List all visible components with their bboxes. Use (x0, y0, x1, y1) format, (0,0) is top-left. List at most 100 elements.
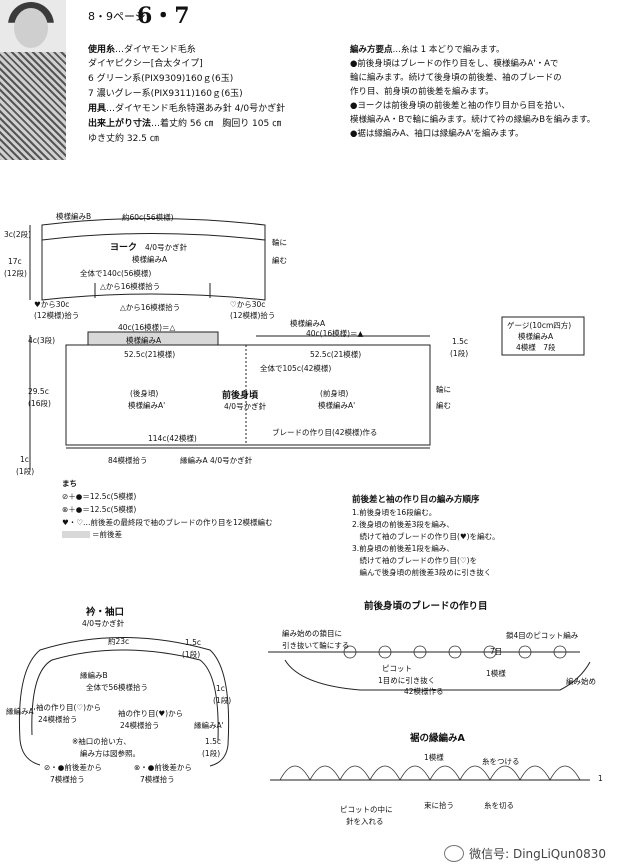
yarn-line: 使用糸…ダイヤモンド毛糸 (88, 44, 196, 57)
braid-seven: 7目 (490, 647, 503, 656)
sleeve-opening-left (19, 739, 41, 766)
braid-start: 編み始め (566, 677, 596, 686)
label-round: 輪に (272, 238, 287, 247)
label-sleeve-heart: 袖の作り目(♥)から (118, 709, 184, 718)
label-pick7-a: 7模様拾う (50, 775, 85, 784)
yarn-brand: …ダイヤモンド毛糸 (115, 45, 196, 55)
label-1-5c: 1.5c (185, 638, 202, 647)
gauge-box (501, 316, 585, 356)
size-line: 出来上がり寸法…着丈約 56 ㎝ 胸回り 105 ㎝ (88, 118, 281, 131)
points-line: 作り目、前身頃の前後差を編みます。 (350, 87, 494, 97)
yoke-pattern: 模様編みA (132, 255, 168, 264)
label-pick84: 84模様拾う (108, 456, 148, 465)
order-title: 前後差と袖の作り目の編み方順序 (352, 495, 480, 505)
label-17c: 17c (8, 257, 22, 266)
label-heart-rows: (12模様)拾う (34, 311, 80, 320)
notes-line: ⊗＋●＝12.5c(5模様) (62, 505, 137, 514)
hem-one-pattern: 1模様 (424, 753, 444, 762)
notes-line: ♥・♡…前後差の最終段で袖のブレードの作り目を12模様編む (62, 518, 273, 527)
label-edge-b: 縁編みB (80, 671, 108, 680)
label-16rows: (16段) (28, 399, 51, 408)
collar-title: 衿・袖口 (86, 607, 125, 618)
braid-loop (483, 645, 497, 659)
hem-scallop (519, 765, 551, 781)
label-pattern-a-right: 模様編みA (290, 319, 326, 328)
hem-scallop (369, 765, 401, 781)
hem-scallop (279, 765, 311, 781)
collar-hook: 4/0号かぎ針 (82, 619, 125, 628)
yarn-color-7: 7 濃いグレー系(PIX9311)160ｇ(6玉) (88, 89, 243, 99)
model-face (14, 8, 48, 48)
label-3c: 3c(2段) (4, 230, 32, 239)
label-braid: ブレードの作り目(42模様)作る (272, 428, 378, 437)
notes-line: ⊘＋●＝12.5c(5模様) (62, 492, 137, 501)
yarn-name: ダイヤピクシー[合太タイプ] (88, 59, 203, 69)
gauge-title: ゲージ(10cm四方) (507, 321, 572, 330)
sleeve-opening-right (209, 744, 229, 767)
label-front: (前身頃) (320, 389, 349, 398)
size-label: 出来上がり寸法 (88, 119, 152, 129)
hem-into-picot2: 針を入れる (346, 817, 384, 826)
collar-outline (18, 637, 230, 746)
label-pattern-a-mid: 模様編みA (126, 336, 162, 345)
braid-loop (413, 645, 427, 659)
label-1row-b: (1段) (16, 467, 35, 476)
order-line: 続けて袖のブレードの作り目(♥)を編む。 (352, 532, 500, 541)
hem-cut: 糸を切る (484, 801, 514, 810)
label-12rows: (12段) (4, 269, 27, 278)
braid-loop (343, 645, 357, 659)
braid-stitch-marks (343, 645, 567, 659)
braid-start2: 引き抜いて輪にする (282, 641, 350, 650)
points-line: ●裾は縁編みA、袖口は縁編みA'を編みます。 (350, 129, 524, 139)
hem-title: 裾の縁編みA (410, 733, 465, 744)
label-from-a: ⊘・●前後差から (44, 763, 102, 772)
back-step-band (87, 331, 219, 346)
hem-row1: 1 (598, 774, 603, 783)
label-pick24-a: 24模様拾う (38, 715, 78, 724)
braid-title: 前後身頃のブレードの作り目 (364, 601, 488, 612)
notes-line: ＝前後差 (92, 530, 122, 539)
model-sweater (0, 52, 66, 160)
hem-scallop (309, 765, 341, 781)
points-title: 編み方要点 (350, 45, 393, 55)
page-reference: 8・9ページ (88, 10, 146, 23)
hem-scallop (429, 765, 461, 781)
hem-scallop (549, 765, 581, 781)
tools-label: 用具 (88, 104, 107, 114)
label-total-140: 全体で140c(56模様) (80, 269, 152, 278)
label-from-heart-o: ♡から30c (230, 300, 266, 309)
notes-title: まち (62, 479, 77, 488)
pattern-number: 6・7 (137, 3, 190, 29)
collar-note: ※袖口の拾い方、 (72, 737, 131, 746)
braid-make42: 42模様作る (404, 687, 444, 696)
front-back-title: 前後身頃 (222, 391, 259, 401)
yarn-label: 使用糸 (88, 45, 116, 55)
label-pick56: 全体で56模様拾う (86, 683, 149, 692)
order-line: 編んで後身頃の前後差3段めに引き抜く (352, 568, 492, 577)
label-1-5c: 1.5c (452, 337, 469, 346)
label-from-heart: ♥から30c (34, 300, 70, 309)
label-edge-a-left: 縁編みA' (6, 707, 36, 716)
label-1c: 1c (20, 455, 29, 464)
gauge-value: 4模様 7段 (516, 343, 556, 352)
label-approx-23: 約23c (108, 637, 130, 646)
label-round: 輪に (436, 385, 451, 394)
label-1row3: (1段) (202, 749, 221, 758)
braid-pull1: 1目めに引き抜く (378, 676, 436, 685)
braid-loop (378, 645, 392, 659)
points-title-suffix: …糸は 1 本どりで編みます。 (392, 45, 505, 55)
order-line: 2.後身頃の前後差3段を編み、 (352, 520, 454, 529)
label-114c: 114c(42模様) (148, 434, 197, 443)
label-heart-rows-o: (12模様)拾う (230, 311, 276, 320)
points-line: 輪に編みます。続けて後身頃の前後差、袖のブレードの (350, 73, 562, 83)
order-line: 3.前身頃の前後差1段を編み、 (352, 544, 454, 553)
points-title-line: 編み方要点…糸は 1 本どりで編みます。 (350, 44, 504, 58)
points-line: ●ヨークは前後身頃の前後差と袖の作り目から目を拾い、 (350, 101, 570, 111)
label-pattern-b: 模様編みB (56, 212, 92, 221)
label-pick16-top: △から16模様拾う (100, 282, 161, 291)
order-line: 1.前後身頃を16段編む。 (352, 508, 437, 517)
label-front-pattern: 模様編みA' (318, 401, 356, 410)
label-pick16-mid: △から16模様拾う (120, 303, 181, 312)
yoke-outline (41, 218, 266, 301)
